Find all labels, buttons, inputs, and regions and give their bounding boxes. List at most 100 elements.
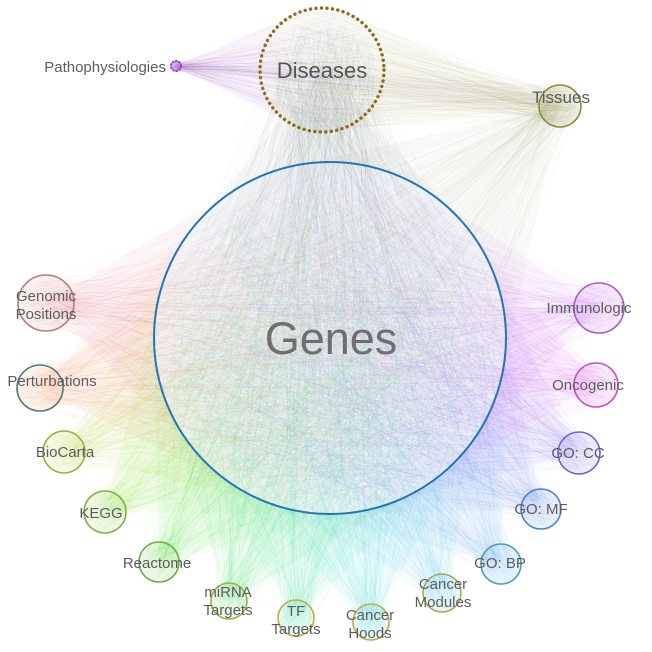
edge-line bbox=[257, 87, 316, 466]
edge-line bbox=[112, 436, 315, 507]
edge-line bbox=[316, 121, 342, 404]
edge-line bbox=[177, 66, 565, 102]
edge-line bbox=[117, 240, 357, 518]
edge-line bbox=[178, 320, 235, 614]
edge-line bbox=[318, 52, 480, 294]
edge-line bbox=[327, 51, 550, 113]
edge-line bbox=[173, 63, 306, 87]
edge-line bbox=[27, 291, 461, 385]
edge-line bbox=[209, 87, 326, 447]
edge-line bbox=[50, 309, 230, 387]
edge-line bbox=[204, 79, 351, 413]
edge-line bbox=[57, 217, 419, 456]
edge-line bbox=[49, 278, 485, 374]
edge-line bbox=[157, 438, 458, 550]
edge-line bbox=[115, 357, 451, 513]
edge-line bbox=[375, 57, 565, 116]
edge-line bbox=[52, 223, 245, 314]
edge-line bbox=[71, 278, 237, 439]
edge-line bbox=[44, 259, 327, 325]
edge-line bbox=[50, 203, 248, 390]
edge-line bbox=[177, 68, 547, 104]
edge-cone-mirna_targets-genes bbox=[162, 391, 419, 601]
edge-line bbox=[336, 105, 572, 218]
edge-line bbox=[77, 256, 313, 460]
edge-bundle-genomic_positions-genes bbox=[22, 171, 499, 502]
edge-line bbox=[53, 343, 249, 438]
edge-line bbox=[361, 86, 434, 236]
edge-line bbox=[363, 66, 564, 114]
edge-line bbox=[108, 328, 330, 524]
edge-line bbox=[461, 105, 569, 328]
edge-line bbox=[42, 219, 384, 388]
edge-line bbox=[111, 190, 334, 525]
edge-line bbox=[46, 201, 248, 405]
edge-line bbox=[305, 97, 554, 108]
edge-line bbox=[232, 78, 337, 444]
edge-line bbox=[120, 282, 444, 516]
edge-cone-go_bp-genes bbox=[285, 341, 506, 564]
node-pathophysiologies[interactable] bbox=[170, 60, 182, 72]
edge-line bbox=[47, 313, 409, 342]
edge-line bbox=[43, 285, 223, 390]
edge-line bbox=[331, 48, 338, 281]
edge-line bbox=[67, 306, 328, 405]
edge-line bbox=[121, 350, 443, 510]
edge-line bbox=[295, 90, 558, 120]
edge-line bbox=[279, 68, 327, 243]
edge-line bbox=[297, 65, 308, 419]
edge-line bbox=[31, 318, 300, 415]
edge-line bbox=[31, 343, 304, 404]
edge-line bbox=[235, 451, 394, 591]
edge-line bbox=[95, 317, 264, 519]
edge-cone-cancer_hoods-genes bbox=[207, 425, 484, 622]
edge-line bbox=[181, 380, 238, 605]
edge-line bbox=[215, 372, 282, 603]
edge-line bbox=[73, 256, 342, 457]
edge-line bbox=[286, 31, 352, 231]
edge-line bbox=[290, 97, 565, 108]
edge-line bbox=[327, 43, 468, 277]
edge-line bbox=[355, 75, 436, 254]
edge-line bbox=[156, 371, 358, 553]
edge-line bbox=[364, 75, 374, 358]
edge-line bbox=[354, 89, 409, 377]
edge-line bbox=[104, 385, 359, 524]
edge-line bbox=[245, 56, 357, 470]
edge-line bbox=[170, 506, 310, 553]
edge-line bbox=[194, 105, 577, 376]
edge-line bbox=[176, 63, 320, 109]
edge-line bbox=[266, 90, 551, 106]
edge-line bbox=[291, 45, 312, 311]
edge-line bbox=[45, 256, 185, 312]
edge-line bbox=[29, 218, 409, 375]
edge-line bbox=[40, 212, 440, 407]
edge-line bbox=[353, 99, 435, 266]
edge-line bbox=[470, 110, 548, 291]
edge-line bbox=[218, 341, 339, 596]
edge-line bbox=[173, 69, 358, 71]
edge-line bbox=[68, 301, 253, 343]
edge-line bbox=[29, 315, 195, 376]
edge-line bbox=[273, 45, 298, 329]
edge-line bbox=[346, 84, 419, 414]
edge-line bbox=[162, 438, 208, 572]
edge-line bbox=[99, 272, 439, 513]
edge-line bbox=[248, 39, 333, 442]
edge-line bbox=[104, 279, 422, 496]
edge-line bbox=[70, 428, 349, 461]
edge-line bbox=[305, 51, 565, 103]
edge-line bbox=[227, 32, 323, 298]
edge-line bbox=[358, 62, 552, 112]
edge-line bbox=[172, 68, 266, 73]
label-biocarta: BioCarta bbox=[36, 444, 95, 461]
edge-line bbox=[118, 214, 348, 508]
edge-line bbox=[384, 95, 570, 242]
edge-line bbox=[25, 302, 457, 376]
edge-line bbox=[275, 84, 363, 395]
edge-line bbox=[222, 236, 303, 609]
edge-line bbox=[24, 226, 458, 297]
edge-line bbox=[214, 93, 554, 235]
edge-line bbox=[95, 203, 428, 498]
edge-line bbox=[175, 65, 355, 118]
